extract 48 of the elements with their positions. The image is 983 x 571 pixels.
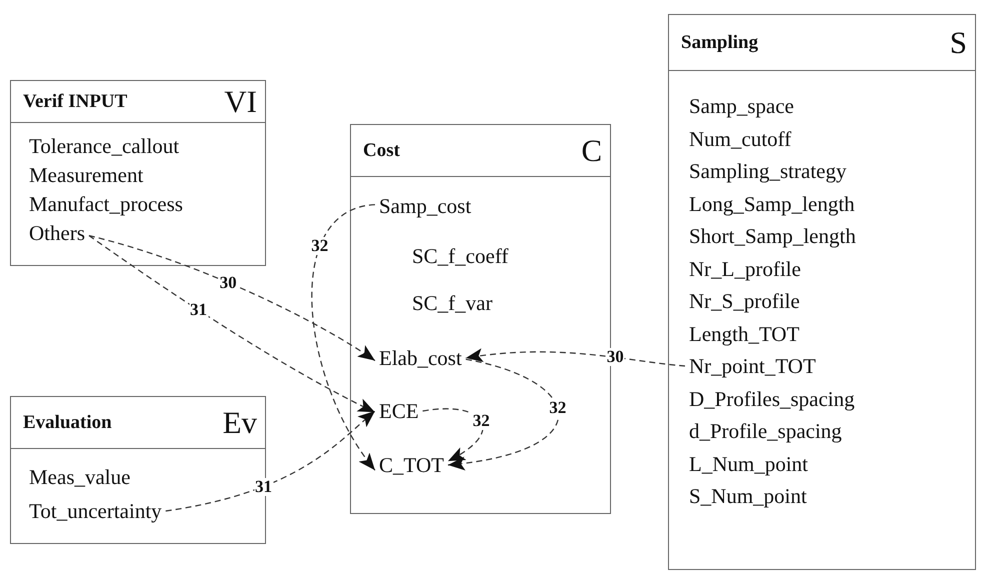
class-title: Evaluation bbox=[23, 412, 112, 434]
attribute-name: Nr_L_profile bbox=[685, 256, 805, 282]
dashed-arrow bbox=[311, 204, 376, 471]
attribute-name: Sampling_strategy bbox=[685, 158, 850, 184]
dashed-arrow bbox=[422, 408, 484, 462]
attribute-name: Num_cutoff bbox=[685, 126, 796, 152]
attribute-name: Measurement bbox=[25, 162, 148, 188]
edge-label: 31 bbox=[189, 301, 208, 320]
attribute-name: Tolerance_callout bbox=[25, 133, 184, 159]
dashed-arrow bbox=[466, 348, 686, 367]
class-title: Cost bbox=[363, 140, 400, 162]
class-symbol: C bbox=[581, 135, 602, 166]
edge-label: 32 bbox=[310, 237, 330, 256]
class-title: Verif INPUT bbox=[23, 90, 128, 112]
class-symbol: Ev bbox=[222, 407, 257, 438]
attribute-name: Nr_point_TOT bbox=[685, 353, 820, 379]
class-box bbox=[668, 14, 976, 570]
dashed-arrow bbox=[88, 235, 376, 413]
edge-label: 32 bbox=[472, 412, 491, 430]
class-box bbox=[10, 80, 266, 266]
attribute-name: Nr_S_profile bbox=[685, 288, 804, 314]
attribute-name: L_Num_point bbox=[685, 450, 812, 476]
dashed-arrow bbox=[88, 235, 376, 362]
dashed-arrow bbox=[166, 410, 376, 512]
class-symbol: S bbox=[950, 27, 967, 58]
dashed-arrow bbox=[448, 358, 560, 470]
edge-label: 31 bbox=[254, 478, 273, 496]
attribute-name: S_Num_point bbox=[685, 483, 811, 509]
attribute-name: ECE bbox=[375, 398, 423, 424]
attribute-name: C_TOT bbox=[375, 452, 448, 478]
attribute-name: SC_f_var bbox=[408, 290, 496, 316]
attribute-name: Long_Samp_length bbox=[685, 190, 859, 216]
attribute-name: SC_f_coeff bbox=[408, 243, 512, 269]
attribute-name: Elab_cost bbox=[375, 345, 466, 371]
attribute-name: Short_Samp_length bbox=[685, 223, 860, 249]
attribute-name: Others bbox=[25, 220, 89, 246]
attribute-name: D_Profiles_spacing bbox=[685, 386, 859, 412]
attribute-name: Length_TOT bbox=[685, 320, 804, 346]
class-title: Sampling bbox=[681, 32, 758, 54]
attribute-name: Manufact_process bbox=[25, 191, 187, 217]
attribute-name: Meas_value bbox=[25, 464, 134, 490]
attribute-name: Tot_uncertainty bbox=[25, 498, 166, 524]
edge-label: 30 bbox=[606, 348, 625, 366]
attribute-name: Samp_space bbox=[685, 93, 798, 119]
attribute-name: Samp_cost bbox=[375, 193, 476, 219]
attribute-name: d_Profile_spacing bbox=[685, 418, 846, 444]
class-symbol: VI bbox=[224, 86, 257, 117]
edge-label: 32 bbox=[548, 399, 568, 418]
